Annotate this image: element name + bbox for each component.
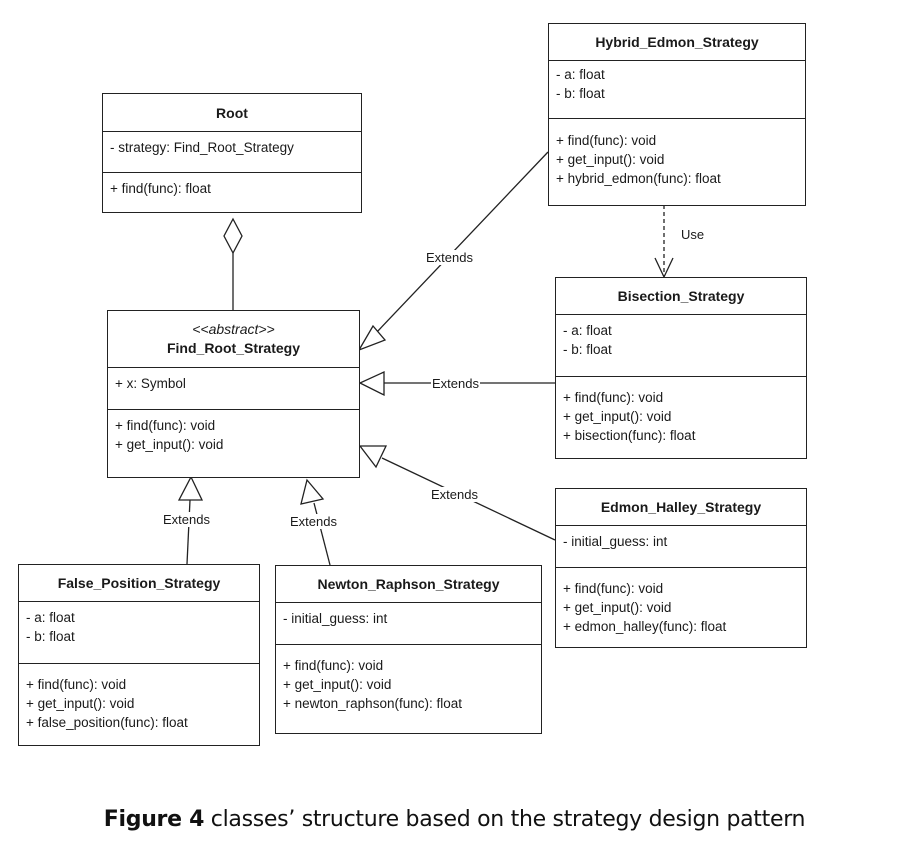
class-find-root-strategy[interactable]: <<abstract>> Find_Root_Strategy + x: Sym…: [107, 310, 360, 478]
class-bisection-strategy[interactable]: Bisection_Strategy - a: float - b: float…: [555, 277, 807, 459]
attributes-section: - strategy: Find_Root_Strategy: [103, 132, 361, 173]
edmon-halley-extends-label: Extends: [430, 487, 479, 502]
newton-raphson-extends-label: Extends: [289, 514, 338, 529]
attribute: - a: float: [563, 323, 612, 338]
method: + find(func): void: [26, 677, 127, 692]
bisection-extends-arrow-icon: [358, 370, 385, 397]
method: + get_input(): void: [563, 600, 672, 615]
stereotype-label: <<abstract>>: [192, 321, 275, 337]
methods-section: + find(func): float: [103, 173, 361, 198]
method: + newton_raphson(func): float: [283, 696, 462, 711]
class-header: False_Position_Strategy: [19, 565, 259, 602]
methods-section: + find(func): void + get_input(): void: [108, 410, 359, 454]
class-header: Edmon_Halley_Strategy: [556, 489, 806, 526]
class-root[interactable]: Root - strategy: Find_Root_Strategy + fi…: [102, 93, 362, 213]
methods-section: + find(func): void + get_input(): void +…: [19, 664, 259, 732]
method: + find(func): void: [563, 390, 664, 405]
figure-caption: Figure 4 classes’ structure based on the…: [0, 807, 909, 832]
attributes-section: - a: float - b: float: [19, 602, 259, 664]
method: + edmon_halley(func): float: [563, 619, 727, 634]
use-label: Use: [680, 227, 706, 242]
attributes-section: - a: float - b: float: [549, 61, 805, 119]
method: + hybrid_edmon(func): float: [556, 171, 721, 186]
edmon-halley-extends-arrow-icon: [358, 445, 388, 469]
attribute: - initial_guess: int: [563, 534, 668, 549]
attribute: + x: Symbol: [115, 376, 186, 391]
method: + find(func): void: [556, 133, 657, 148]
class-name: Edmon_Halley_Strategy: [600, 499, 762, 515]
class-header: Root: [103, 94, 361, 132]
method: + get_input(): void: [283, 677, 392, 692]
method: + find(func): void: [563, 581, 664, 596]
attributes-section: - initial_guess: int: [276, 603, 541, 645]
class-name: Hybrid_Edmon_Strategy: [595, 34, 759, 50]
methods-section: + find(func): void + get_input(): void +…: [556, 568, 806, 636]
newton-raphson-extends-line: [313, 502, 331, 566]
methods-section: + find(func): void + get_input(): void +…: [549, 119, 805, 188]
methods-section: + find(func): void + get_input(): void +…: [556, 377, 806, 445]
class-name: Root: [216, 104, 248, 121]
methods-section: + find(func): void + get_input(): void +…: [276, 645, 541, 713]
bisection-extends-label: Extends: [431, 376, 480, 391]
class-false-position-strategy[interactable]: False_Position_Strategy - a: float - b: …: [18, 564, 260, 746]
class-edmon-halley-strategy[interactable]: Edmon_Halley_Strategy - initial_guess: i…: [555, 488, 807, 648]
class-header: Hybrid_Edmon_Strategy: [549, 24, 805, 61]
attribute: - b: float: [556, 86, 605, 101]
method: + get_input(): void: [115, 437, 224, 452]
method: + bisection(func): float: [563, 428, 696, 443]
attribute: - b: float: [563, 342, 612, 357]
attribute: - strategy: Find_Root_Strategy: [110, 140, 294, 155]
class-name: Newton_Raphson_Strategy: [317, 576, 500, 592]
attributes-section: - initial_guess: int: [556, 526, 806, 568]
attributes-section: + x: Symbol: [108, 368, 359, 410]
false-position-extends-label: Extends: [162, 512, 211, 527]
class-header: Bisection_Strategy: [556, 278, 806, 315]
method: + find(func): void: [283, 658, 384, 673]
hybrid-extends-line: [375, 151, 549, 334]
attribute: - a: float: [26, 610, 75, 625]
aggregation-diamond-icon: [223, 217, 243, 255]
figure-label: Figure 4: [103, 807, 205, 832]
attribute: - b: float: [26, 629, 75, 644]
method: + find(func): void: [115, 418, 216, 433]
method: + get_input(): void: [26, 696, 135, 711]
attribute: - initial_guess: int: [283, 611, 388, 626]
false-position-extends-arrow-icon: [177, 475, 204, 501]
class-header: Newton_Raphson_Strategy: [276, 566, 541, 603]
class-name: False_Position_Strategy: [57, 575, 221, 591]
hybrid-extends-label: Extends: [425, 250, 474, 265]
newton-raphson-extends-arrow-icon: [300, 478, 325, 505]
use-arrow-icon: [654, 257, 674, 279]
false-position-extends-line: [186, 499, 191, 565]
hybrid-extends-arrow-icon: [357, 324, 387, 352]
class-header: <<abstract>> Find_Root_Strategy: [108, 311, 359, 368]
class-name: Find_Root_Strategy: [166, 340, 300, 356]
attributes-section: - a: float - b: float: [556, 315, 806, 377]
caption-text: classes’ structure based on the strategy…: [204, 807, 806, 832]
method: + get_input(): void: [556, 152, 665, 167]
class-hybrid-edmon-strategy[interactable]: Hybrid_Edmon_Strategy - a: float - b: fl…: [548, 23, 806, 206]
class-name: Bisection_Strategy: [617, 288, 745, 304]
attribute: - a: float: [556, 67, 605, 82]
method: + get_input(): void: [563, 409, 672, 424]
class-newton-raphson-strategy[interactable]: Newton_Raphson_Strategy - initial_guess:…: [275, 565, 542, 734]
method: + find(func): float: [110, 181, 211, 196]
method: + false_position(func): float: [26, 715, 188, 730]
